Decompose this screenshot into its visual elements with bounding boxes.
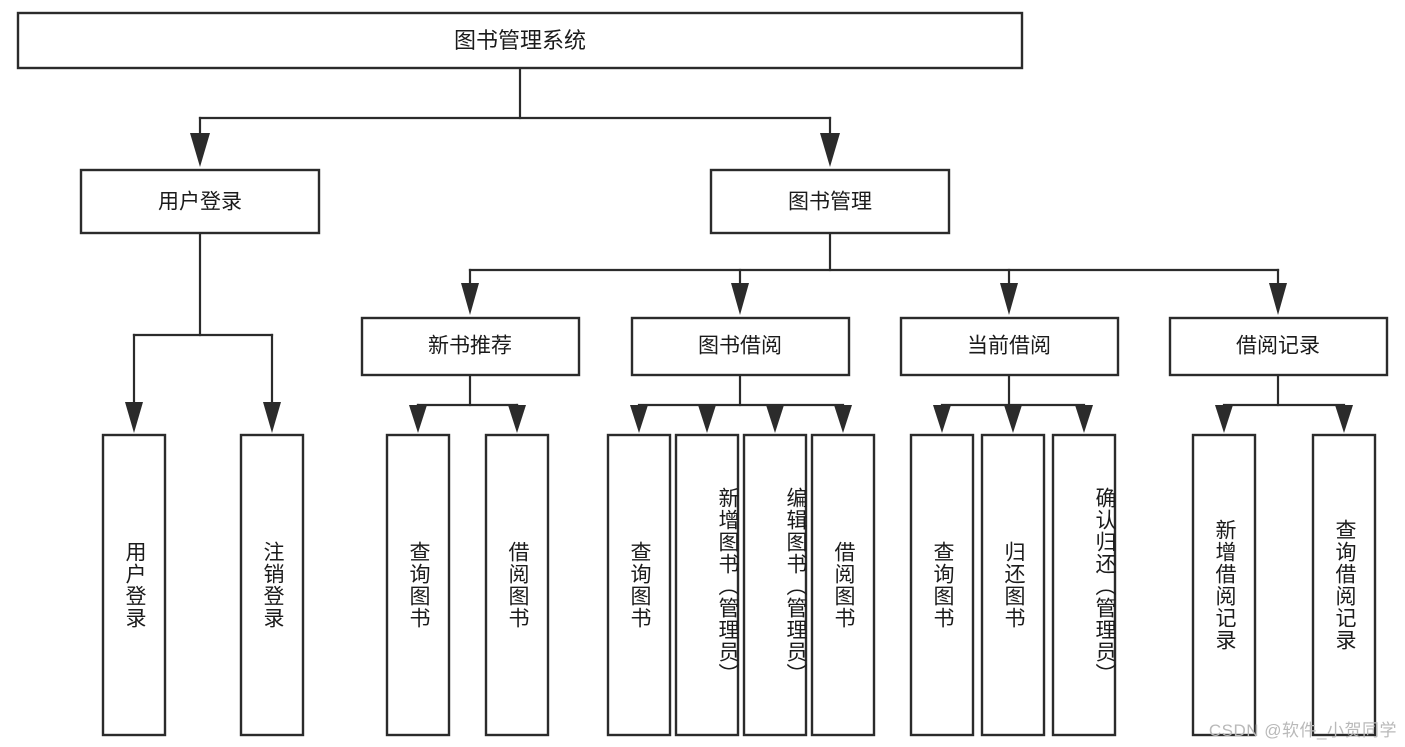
connector-current-borrow-to-leaves (933, 373, 1093, 433)
node-borrow-record[interactable]: 借阅记录 (1168, 316, 1389, 377)
node-current-borrow-box[interactable] (899, 316, 1120, 377)
arrow-head-leaf-query-book-cur (933, 405, 951, 433)
node-book-borrow-label: 图书借阅 (698, 335, 782, 358)
node-leaf-query-book-rec-box[interactable] (385, 433, 451, 737)
node-new-book-recommend-label: 新书推荐 (428, 335, 512, 358)
arrow-head-user-login (190, 133, 210, 167)
connector-root-to-level2 (190, 66, 840, 167)
arrow-head-new-book-recommend (461, 283, 479, 315)
node-leaf-edit-book-box[interactable] (742, 433, 808, 737)
node-root[interactable]: 图书管理系统 (16, 11, 1024, 70)
arrow-head-leaf-query-book-borrow (630, 405, 648, 433)
arrow-head-book-borrow (731, 283, 749, 315)
node-leaf-query-book-cur-box[interactable] (909, 433, 975, 737)
csdn-watermark: CSDN @软件_小贺同学 (1208, 721, 1397, 740)
node-user-login-box[interactable] (79, 168, 321, 235)
node-book-manage-box[interactable] (709, 168, 951, 235)
node-root-label: 图书管理系统 (454, 28, 586, 53)
node-user-login[interactable]: 用户登录 (79, 168, 321, 235)
node-user-login-label: 用户登录 (158, 191, 242, 214)
connector-book-manage-to-level3 (461, 231, 1287, 315)
arrow-head-leaf-add-book (698, 405, 716, 433)
node-book-manage-label: 图书管理 (788, 191, 872, 214)
node-borrow-record-label: 借阅记录 (1236, 335, 1320, 358)
node-current-borrow[interactable]: 当前借阅 (899, 316, 1120, 377)
node-root-box[interactable] (16, 11, 1024, 70)
node-leaf-add-borrow-record-box[interactable] (1191, 433, 1257, 737)
arrow-head-leaf-borrow-book (834, 405, 852, 433)
node-leaf-borrow-book-box[interactable] (810, 433, 876, 737)
connector-borrow-record-to-leaves (1215, 373, 1353, 433)
arrow-head-leaf-borrow-book-rec (508, 405, 526, 433)
node-leaf-query-book-borrow-box[interactable] (606, 433, 672, 737)
node-leaf-confirm-return-box[interactable] (1051, 433, 1117, 737)
node-leaf-query-borrow-record-box[interactable] (1311, 433, 1377, 737)
node-leaf-user-login-box[interactable] (101, 433, 167, 737)
node-leaf-return-book-box[interactable] (980, 433, 1046, 737)
node-leaf-borrow-book-rec-box[interactable] (484, 433, 550, 737)
arrow-head-leaf-edit-book (766, 405, 784, 433)
node-new-book-recommend[interactable]: 新书推荐 (360, 316, 581, 377)
arrow-head-leaf-confirm-return (1075, 405, 1093, 433)
arrow-head-current-borrow (1000, 283, 1018, 315)
arrow-head-leaf-user-login (125, 402, 143, 433)
leaf-boxes (101, 433, 1377, 737)
arrow-head-leaf-add-borrow-record (1215, 405, 1233, 433)
connector-new-book-recommend-to-leaves (409, 373, 526, 433)
node-current-borrow-label: 当前借阅 (967, 335, 1051, 358)
arrow-head-book-manage (820, 133, 840, 167)
connector-book-borrow-to-leaves (630, 373, 852, 433)
node-book-manage[interactable]: 图书管理 (709, 168, 951, 235)
arrow-head-leaf-return-book (1004, 405, 1022, 433)
arrow-head-leaf-query-book-rec (409, 405, 427, 433)
node-new-book-recommend-box[interactable] (360, 316, 581, 377)
node-leaf-logout-box[interactable] (239, 433, 305, 737)
node-book-borrow[interactable]: 图书借阅 (630, 316, 851, 377)
arrow-head-leaf-query-borrow-record (1335, 405, 1353, 433)
connector-user-login-to-leaves (125, 231, 281, 433)
arrow-head-leaf-logout (263, 402, 281, 433)
arrow-head-borrow-record (1269, 283, 1287, 315)
node-book-borrow-box[interactable] (630, 316, 851, 377)
node-borrow-record-box[interactable] (1168, 316, 1389, 377)
node-leaf-add-book-box[interactable] (674, 433, 740, 737)
